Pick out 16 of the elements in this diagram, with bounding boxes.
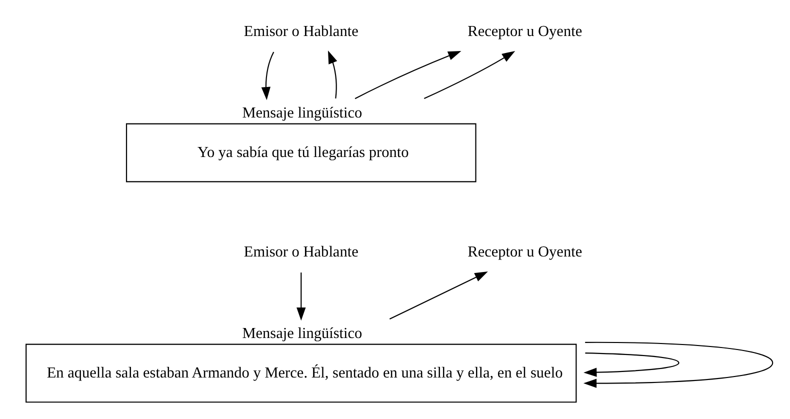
arrow bbox=[328, 50, 338, 99]
node-box: En aquella sala estaban Armando y Merce. Él, sentado en una silla y ella, en el suelo bbox=[26, 344, 577, 403]
node-text: Emisor o Hablante bbox=[244, 23, 358, 40]
node-text: Receptor u Oyente bbox=[468, 23, 582, 40]
arrow bbox=[389, 272, 488, 320]
node-label: Mensaje lingüístico bbox=[242, 324, 362, 342]
arrow bbox=[424, 50, 516, 100]
node-label: Mensaje lingüístico bbox=[242, 104, 362, 122]
arrow bbox=[584, 352, 680, 377]
arrow bbox=[583, 342, 774, 388]
arrow bbox=[296, 272, 306, 321]
arrow bbox=[261, 52, 274, 100]
node-text: Receptor u Oyente bbox=[468, 244, 582, 261]
node-box: Yo ya sabía que tú llegarías pronto bbox=[126, 123, 476, 182]
node-text: Emisor o Hablante bbox=[244, 244, 358, 261]
arrow bbox=[354, 50, 462, 100]
